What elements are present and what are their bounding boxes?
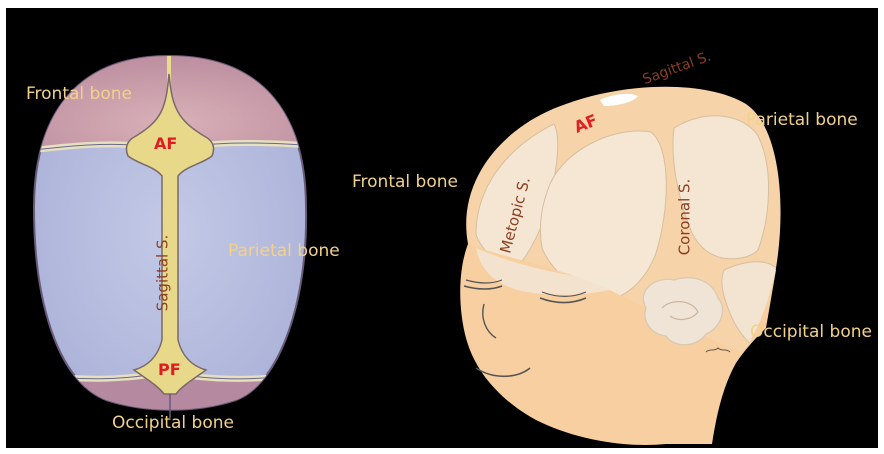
diagram-stage: Frontal bone AF Sagittal S. Parietal bon…	[6, 8, 878, 448]
label-occipital-bone-lateral: Occipital bone	[750, 322, 872, 342]
label-anterior-fontanelle: AF	[154, 134, 177, 153]
label-occipital-bone-top: Occipital bone	[112, 413, 234, 433]
label-frontal-bone-lateral: Frontal bone	[352, 172, 458, 192]
label-coronal-suture: Coronal S.	[675, 179, 693, 256]
lateral-view-head	[460, 87, 780, 445]
label-parietal-bone-lateral: Parietal bone	[746, 110, 858, 130]
label-posterior-fontanelle: PF	[158, 360, 181, 379]
skull-illustrations	[6, 8, 878, 448]
label-sagittal-suture-top: Sagittal S.	[153, 235, 171, 312]
label-frontal-bone-top: Frontal bone	[26, 84, 132, 104]
label-parietal-bone-top: Parietal bone	[228, 241, 340, 261]
